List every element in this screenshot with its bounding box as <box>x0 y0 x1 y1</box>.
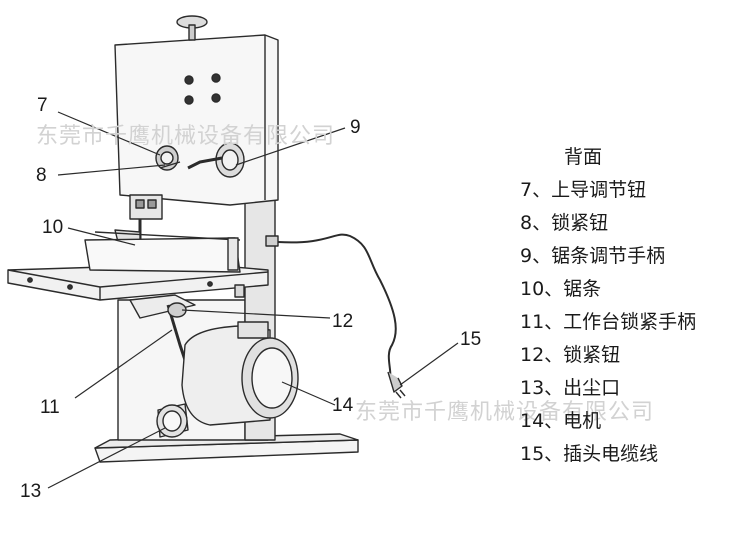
tension-knob <box>176 15 208 41</box>
callout-10: 10 <box>42 217 64 238</box>
guide-post <box>129 194 163 220</box>
motor <box>181 321 299 426</box>
legend-item: 9、锯条调节手柄 <box>520 245 666 267</box>
callout-14: 14 <box>332 395 354 416</box>
callout-13: 13 <box>20 481 42 502</box>
legend-item: 14、电机 <box>520 410 602 432</box>
upper-housing <box>114 34 279 206</box>
leader-lines <box>47 111 459 489</box>
work-table <box>7 231 269 301</box>
callout-11: 11 <box>40 397 60 418</box>
legend-item: 13、出尘口 <box>520 377 621 399</box>
power-cable <box>265 233 406 399</box>
legend-item: 8、锁紧钮 <box>520 212 609 234</box>
legend-item: 11、工作台锁紧手柄 <box>520 311 697 333</box>
legend-title: 背面 <box>564 146 603 168</box>
upper-guide-adjust-knob <box>155 145 181 171</box>
callout-15: 15 <box>460 329 482 350</box>
table-lock-handle <box>129 294 196 361</box>
callout-7: 7 <box>37 95 48 116</box>
legend-item: 12、锁紧钮 <box>520 344 621 366</box>
legend-item: 15、插头电缆线 <box>520 443 659 465</box>
dust-port <box>156 403 189 438</box>
legend-item: 7、上导调节钮 <box>520 179 647 201</box>
callout-9: 9 <box>350 117 361 138</box>
parts-legend: 背面 7、上导调节钮 8、锁紧钮 9、锯条调节手柄 10、锯条 11、工作台锁紧… <box>520 146 696 476</box>
blade-adjust-handle <box>187 142 245 178</box>
callout-12: 12 <box>332 311 354 332</box>
callout-8: 8 <box>36 165 47 186</box>
legend-item: 10、锯条 <box>520 278 602 300</box>
